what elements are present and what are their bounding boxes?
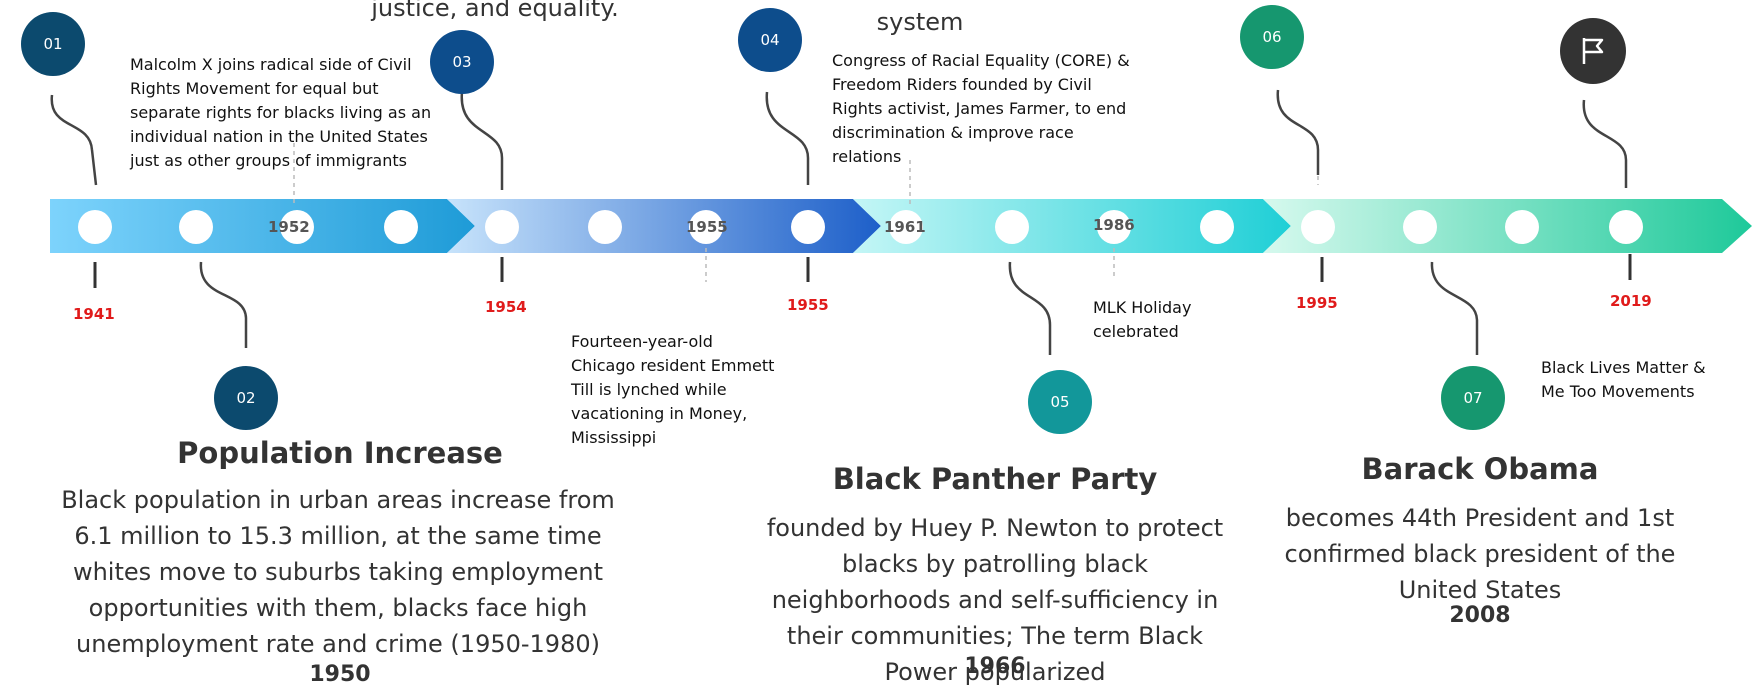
year-ticks: [93, 254, 1632, 288]
event-core: Congress of Racial Equality (CORE) & Fre…: [832, 51, 1130, 166]
milestone-03: 03: [430, 30, 494, 94]
milestone-01: 01: [21, 12, 85, 76]
axis-year-1955: 1955: [686, 218, 728, 236]
year-label-1995: 1995: [1296, 294, 1338, 312]
year-label-1955: 1955: [787, 296, 829, 314]
flag-icon: [1560, 18, 1626, 84]
top-fragment-left: justice, and equality.: [371, 0, 619, 22]
band-segment-3: [853, 199, 1291, 253]
milestone-05: 05: [1028, 370, 1092, 434]
year-label-1941: 1941: [73, 305, 115, 323]
band-segment-1: [50, 199, 475, 253]
year-label-1954: 1954: [485, 298, 527, 316]
feature-year-population: 1950: [309, 662, 371, 687]
milestone-02: 02: [214, 366, 278, 430]
feature-year-obama: 2008: [1449, 603, 1511, 628]
feature-title-population: Population Increase: [177, 436, 503, 470]
feature-body-obama: becomes 44th President and 1st confirmed…: [1284, 504, 1676, 604]
event-malcolm-x: Malcolm X joins radical side of Civil Ri…: [130, 55, 432, 170]
milestone-07: 07: [1441, 366, 1505, 430]
milestone-04: 04: [738, 8, 802, 72]
feature-body-population: Black population in urban areas increase…: [61, 486, 615, 658]
wavy-connectors: [50, 89, 1628, 355]
feature-title-obama: Barack Obama: [1361, 452, 1599, 486]
feature-body-panther: founded by Huey P. Newton to protect bla…: [766, 514, 1224, 686]
axis-year-1952: 1952: [268, 218, 310, 236]
event-mlk-holiday: MLK Holiday celebrated: [1093, 298, 1192, 341]
event-emmett-till: Fourteen-year-old Chicago resident Emmet…: [571, 332, 775, 447]
axis-year-1961: 1961: [884, 218, 926, 236]
band-dots: [78, 210, 1643, 244]
axis-year-1986: 1986: [1093, 216, 1135, 234]
event-blm: Black Lives Matter & Me Too Movements: [1541, 358, 1706, 401]
milestone-06: 06: [1240, 5, 1304, 69]
band-segment-2: [447, 199, 881, 253]
dashed-connectors: [293, 143, 1319, 282]
top-fragment-middle: system: [876, 8, 964, 36]
feature-title-panther: Black Panther Party: [832, 462, 1158, 496]
feature-year-panther: 1966: [964, 654, 1026, 679]
year-label-2019: 2019: [1610, 292, 1652, 310]
